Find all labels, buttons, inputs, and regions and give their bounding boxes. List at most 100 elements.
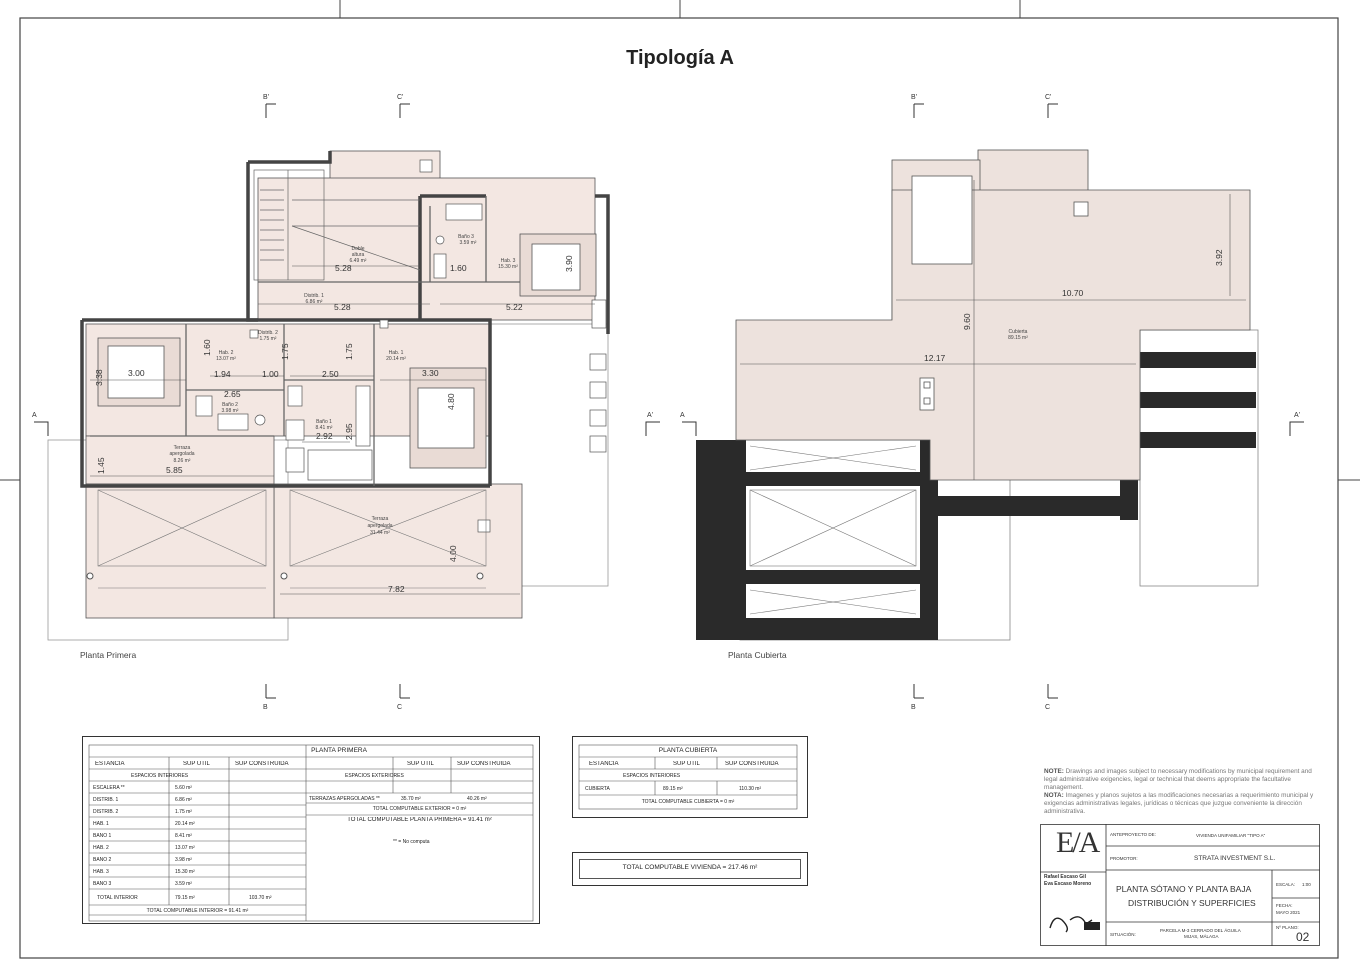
logo: E/A — [1056, 826, 1100, 859]
escala-value: 1:00 — [1302, 882, 1311, 887]
table-planta-primera: PLANTA PRIMERA ESTANCIA SUP ÚTIL SUP CON… — [82, 736, 540, 924]
table-cubierta-header-util: SUP ÚTIL — [673, 761, 700, 767]
room-terraza1-l3: 8.26 m² — [174, 458, 191, 464]
table-primera-header-construida-ext: SUP CONSTRUIDA — [457, 761, 511, 767]
promotor-label: PROMOTOR: — [1110, 856, 1138, 861]
marker-c-bottom-1: C — [397, 704, 402, 711]
table-cubierta-header-estancia: ESTANCIA — [589, 761, 619, 767]
table-primera-header-util-ext: SUP ÚTIL — [407, 761, 434, 767]
table-primera-row-label: BAÑO 3 — [93, 881, 112, 887]
dim-primera-11: 3.38 — [94, 369, 104, 386]
room-bano2-l1: Baño 2 — [222, 402, 238, 408]
total-vivienda-text: TOTAL COMPUTABLE VIVIENDA = 217.46 m² — [622, 864, 758, 871]
title-block: E/A Rafael Escaso Gil Eva Escaso Moreno … — [1040, 824, 1320, 946]
marker-b-top-2: B' — [911, 94, 917, 101]
plan-primera: 5.28 5.28 1.60 5.22 3.90 3.00 1.94 1.00 … — [47, 150, 610, 660]
room-doble-l3: 6.49 m² — [350, 258, 367, 264]
dim-primera-3: 1.60 — [450, 263, 467, 273]
table-cubierta-total: TOTAL COMPUTABLE CUBIERTA = 0 m² — [641, 799, 735, 805]
room-doble-l1: Doble — [351, 246, 364, 252]
table-cubierta-row-util: 89.15 m² — [663, 786, 683, 792]
note-english-text: Drawings and images subject to necessary… — [1044, 768, 1312, 791]
architect-1: Rafael Escaso Gil — [1044, 874, 1086, 880]
table-primera-row-label: DISTRIB. 1 — [93, 797, 119, 803]
situacion-value-1: PARCELA M-3 CERRADO DEL ÁGUILA — [1160, 928, 1241, 933]
table-primera-row-label: HAB. 1 — [93, 821, 109, 827]
marker-a-right-2: A' — [1294, 412, 1300, 419]
table-primera-exterior-util: 35.70 m² — [401, 796, 421, 802]
table-primera-exterior-construida: 40.26 m² — [467, 796, 487, 802]
dim-cubierta-2: 3.92 — [1214, 249, 1224, 266]
room-doble-l2: altura — [352, 252, 365, 258]
table-primera-total-interior-util: 79.15 m² — [175, 895, 195, 901]
room-cubierta-l1: Cubierta — [1009, 329, 1028, 335]
table-primera-total-computable-interior: TOTAL COMPUTABLE INTERIOR = 91.41 m² — [146, 908, 249, 914]
dim-primera-7: 1.94 — [214, 369, 231, 379]
table-primera-header-construida: SUP CONSTRUIDA — [235, 761, 289, 767]
table-primera-total-computable-planta: TOTAL COMPUTABLE PLANTA PRIMERA = 91.41 … — [347, 817, 492, 823]
situacion-value-2: MIJAS, MÁLAGA — [1184, 934, 1219, 939]
plano-title-2: DISTRIBUCIÓN Y SUPERFICIES — [1128, 898, 1256, 908]
table-primera-title: PLANTA PRIMERA — [311, 747, 367, 754]
note-spanish-text: Imagenes y planos sujetos a las modifica… — [1044, 792, 1314, 815]
table-cubierta-interior-label: ESPACIOS INTERIORES — [623, 773, 681, 779]
table-primera-row-value: 5.60 m² — [175, 785, 192, 791]
marker-c-bottom-2: C — [1045, 704, 1050, 711]
room-distrib1-l2: 6.86 m² — [306, 299, 323, 305]
note-english-label: NOTE: — [1044, 768, 1064, 775]
table-primera-header-util: SUP ÚTIL — [183, 761, 210, 767]
table-primera-row-value: 6.86 m² — [175, 797, 192, 803]
table-primera-exterior-label-row: TERRAZAS APERGOLADAS ** — [309, 796, 380, 802]
table-primera-row-value: 8.41 m² — [175, 833, 192, 839]
table-primera-interior-label: ESPACIOS INTERIORES — [131, 773, 189, 779]
room-terraza2-l2: apergolada — [367, 523, 392, 529]
table-primera-row-value: 3.59 m² — [175, 881, 192, 887]
table-cubierta-header-construida: SUP CONSTRUIDA — [725, 761, 779, 767]
dim-cubierta-4: 12.17 — [924, 353, 946, 363]
table-primera-row-value: 20.14 m² — [175, 821, 195, 827]
room-terraza2-l3: 31.44 m² — [370, 530, 390, 536]
note-spanish-label: NOTA: — [1044, 792, 1064, 799]
marker-b-top-1: B' — [263, 94, 269, 101]
table-cubierta-grid — [578, 744, 798, 810]
dim-primera-2: 5.28 — [334, 302, 351, 312]
anteproyecto-label: ANTEPROYECTO DE: — [1110, 832, 1156, 837]
dim-primera-1: 5.28 — [335, 263, 352, 273]
table-primera-grid — [88, 744, 534, 922]
room-terraza2-l1: Terraza — [372, 516, 389, 522]
dim-primera-5: 3.90 — [564, 255, 574, 272]
caption-planta-primera: Planta Primera — [80, 650, 136, 660]
table-primera-footnote: ** = No computa — [393, 839, 430, 845]
escala-label: ESCALA: — [1276, 882, 1296, 887]
dim-primera-13: 1.75 — [280, 343, 290, 360]
total-vivienda-box: TOTAL COMPUTABLE VIVIENDA = 217.46 m² — [572, 852, 808, 886]
dim-primera-4: 5.22 — [506, 302, 523, 312]
room-hab2-l1: Hab. 2 — [219, 350, 234, 356]
dim-primera-8: 1.00 — [262, 369, 279, 379]
table-primera-row-value: 15.30 m² — [175, 869, 195, 875]
plano-label: Nº PLANO: — [1276, 925, 1299, 930]
anteproyecto-value: VIVIENDA UNIFAMILIAR "TIPO A" — [1196, 833, 1266, 838]
plan-cubierta: 10.70 3.92 9.60 12.17 Cubierta 89.15 m² … — [696, 149, 1259, 660]
table-primera-exterior-label: ESPACIOS EXTERIORES — [345, 773, 404, 779]
dim-primera-20: 5.85 — [166, 465, 183, 475]
table-planta-cubierta: PLANTA CUBIERTA ESTANCIA SUP ÚTIL SUP CO… — [572, 736, 808, 818]
table-primera-row-label: BAÑO 2 — [93, 857, 112, 863]
room-distrib2-l2: 1.75 m² — [260, 336, 277, 342]
table-primera-row-label: HAB. 3 — [93, 869, 109, 875]
dim-primera-21: 4.00 — [448, 545, 458, 562]
dim-primera-22: 7.82 — [388, 584, 405, 594]
frame-ticks — [0, 0, 1360, 481]
note-english: NOTE: Drawings and images subject to nec… — [1044, 768, 1324, 792]
table-primera-row-value: 13.07 m² — [175, 845, 195, 851]
table-primera-row-value: 3.98 m² — [175, 857, 192, 863]
marker-b-bottom-2: B — [911, 704, 916, 711]
situacion-label: SITUACIÓN: — [1110, 932, 1136, 937]
room-hab3-l2: 15.30 m² — [498, 264, 518, 270]
page-title: Tipología A — [626, 47, 734, 69]
marker-c-top-1: C' — [397, 94, 403, 101]
dim-primera-19: 1.45 — [96, 457, 106, 474]
dim-primera-9: 2.50 — [322, 369, 339, 379]
dim-cubierta-1: 10.70 — [1062, 288, 1084, 298]
room-terraza1-l1: Terraza — [174, 445, 191, 451]
